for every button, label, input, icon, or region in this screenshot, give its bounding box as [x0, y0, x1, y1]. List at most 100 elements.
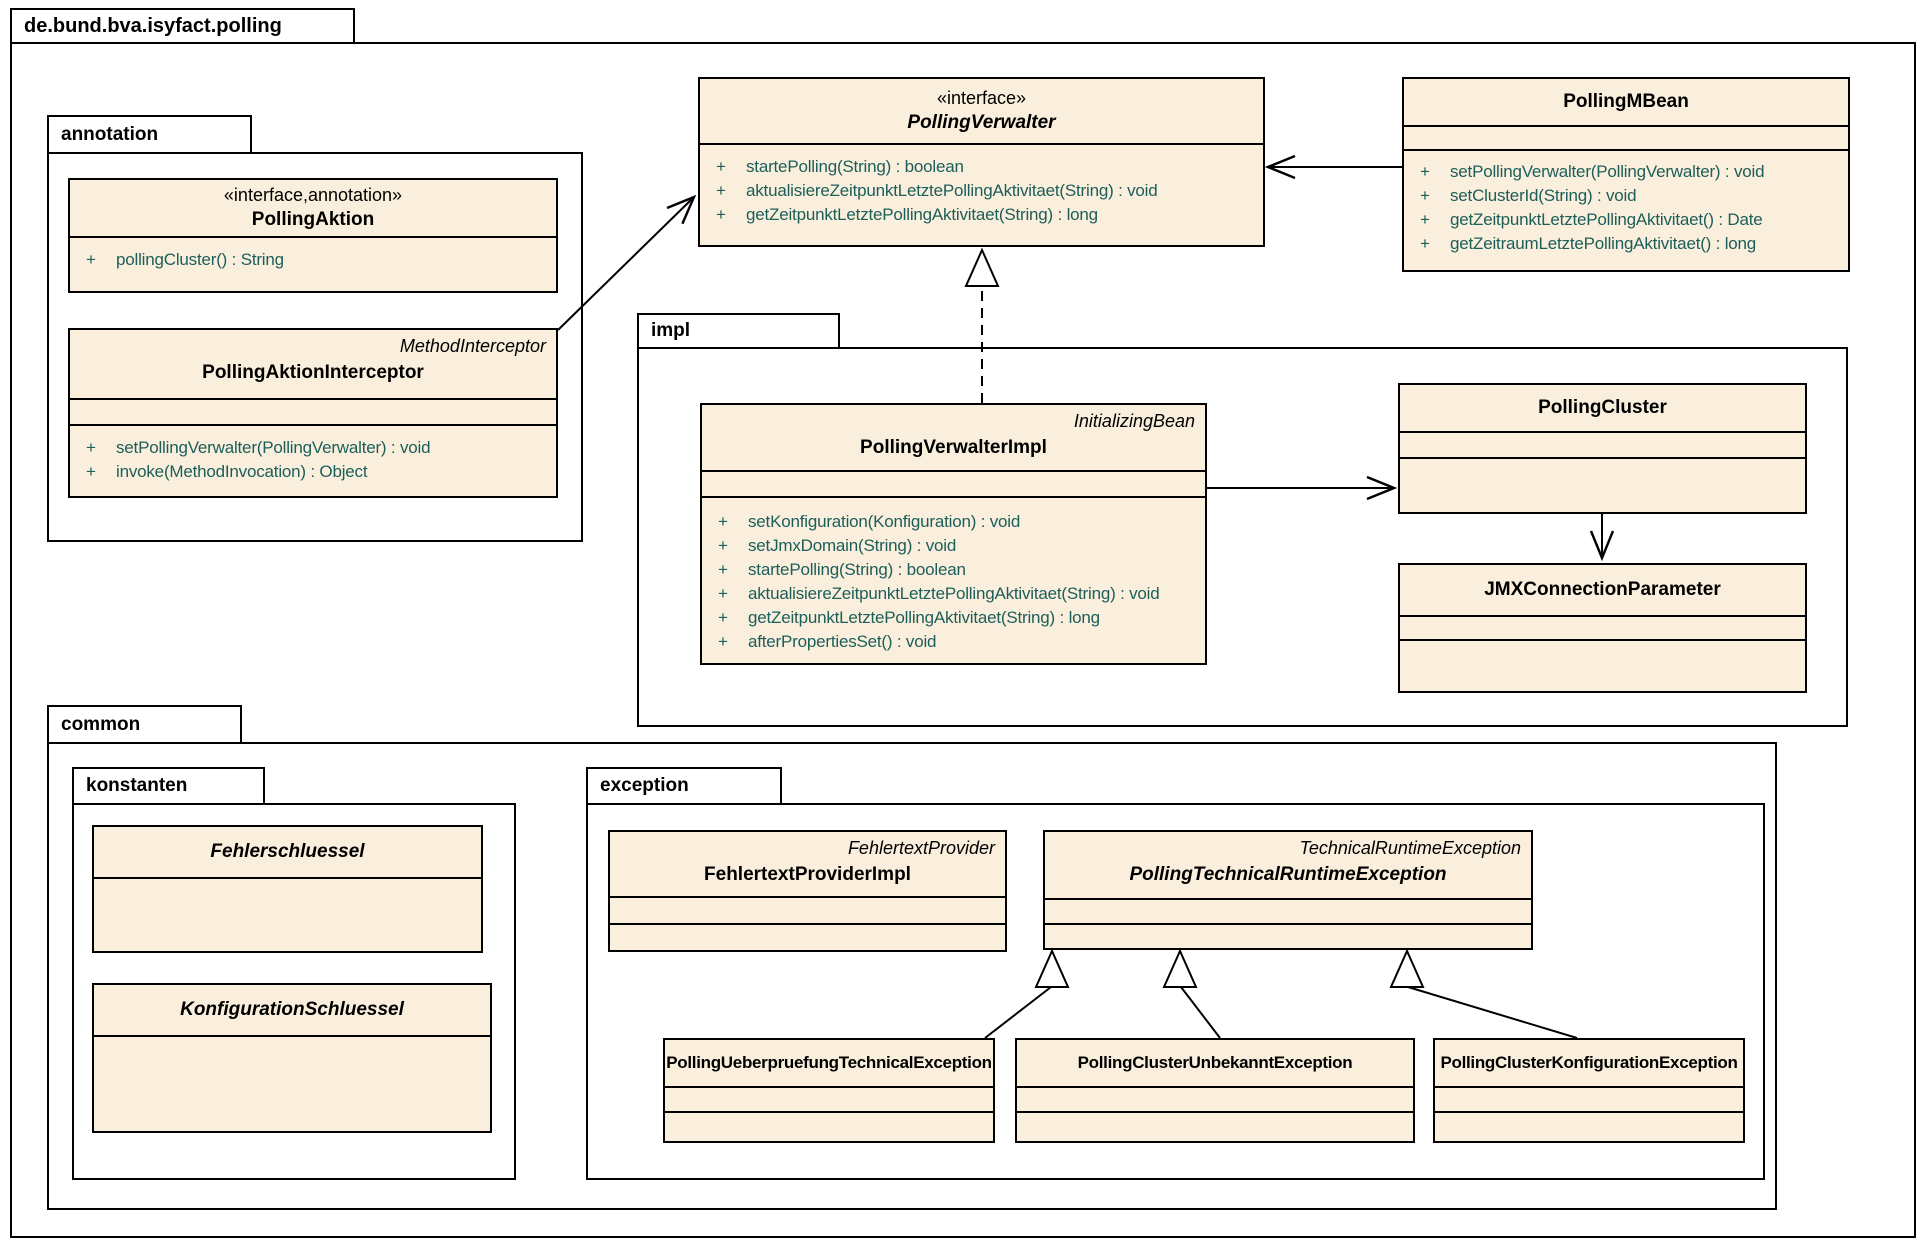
empty-compartment	[94, 1037, 490, 1131]
methods-compartment: +startePolling(String) : boolean+aktuali…	[700, 145, 1263, 245]
stereotype: «interface,annotation»	[223, 185, 403, 205]
attributes-compartment	[70, 400, 556, 426]
class-name: PollingMBean	[1563, 91, 1689, 112]
method-signature: invoke(MethodInvocation) : Object	[116, 462, 368, 481]
class-pollingmbean: PollingMBean + setPollingVerwalter(Pollin…	[1402, 77, 1850, 272]
package-name-impl: impl	[651, 320, 691, 341]
method-row: +startePolling(String) : boolean	[700, 155, 1263, 179]
attributes-compartment	[1400, 433, 1805, 459]
method-row: + setPollingVerwalter(PollingVerwalter) :…	[70, 436, 556, 460]
method-signature: startePolling(String) : boolean	[748, 560, 966, 579]
method-row: + aktualisiereZeitpunktLetztePollingAktiv…	[700, 179, 1263, 203]
class-header: PollingCluster	[1400, 385, 1805, 433]
class-header: PollingClusterUnbekanntException	[1017, 1040, 1413, 1088]
visibility-marker: +	[718, 560, 728, 579]
supertype-label: FehlertextProvider	[847, 838, 995, 858]
class-header: «interface,annotation» PollingAktion	[70, 180, 556, 238]
class-header: PollingMBean	[1404, 79, 1848, 127]
method-row: +setJmxDomain(String) : void	[702, 534, 1205, 558]
methods-compartment: + setPollingVerwalter(PollingVerwalter) :…	[70, 426, 556, 496]
method-signature: pollingCluster() : String	[116, 250, 284, 269]
method-signature: setKonfiguration(Konfiguration) : void	[748, 512, 1021, 531]
methods-compartment: +setKonfiguration(Konfiguration) : void+…	[702, 498, 1205, 663]
method-row: +setClusterId(String) : void	[1404, 184, 1848, 208]
class-header: KonfigurationSchluessel	[94, 985, 490, 1037]
method-signature: startePolling(String) : boolean	[746, 157, 964, 176]
method-signature: setJmxDomain(String) : void	[748, 536, 957, 555]
method-row: +setKonfiguration(Konfiguration) : void	[702, 510, 1205, 534]
method-row: + getZeitpunktLetztePollingAktivitaet(Str…	[702, 606, 1205, 630]
empty-compartment	[94, 879, 481, 951]
class-header: PollingClusterKonfigurationException	[1435, 1040, 1743, 1088]
methods-compartment	[1045, 925, 1531, 948]
visibility-marker: +	[716, 181, 726, 200]
attributes-compartment	[702, 472, 1205, 498]
methods-compartment	[1400, 641, 1805, 691]
visibility-marker: +	[716, 205, 726, 224]
class-pollingtechnicalruntimeexception: TechnicalRuntimeException PollingTechnic…	[1043, 830, 1533, 950]
stereotype: «interface»	[936, 88, 1027, 108]
class-name: PollingVerwalter	[907, 112, 1056, 133]
class-header: «interface» PollingVerwalter	[700, 79, 1263, 145]
method-signature: getZeitpunktLetztePollingAktivitaet() : …	[1450, 210, 1763, 229]
class-name: PollingClusterKonfigurationException	[1440, 1053, 1738, 1072]
class-name: KonfigurationSchluessel	[180, 999, 404, 1020]
package-name-annotation: annotation	[61, 123, 159, 145]
class-header: FehlertextProvider FehlertextProviderImp…	[610, 832, 1005, 898]
package-name-root: de.bund.bva.isyfact.polling	[24, 14, 282, 37]
methods-compartment: + setPollingVerwalter(PollingVerwalter) :…	[1404, 151, 1848, 270]
supertype-label: InitializingBean	[1073, 411, 1195, 431]
method-row: +pollingCluster() : String	[70, 248, 556, 272]
attributes-compartment	[1017, 1088, 1413, 1113]
visibility-marker: +	[1420, 162, 1430, 181]
methods-compartment	[1400, 459, 1805, 512]
method-row: +afterPropertiesSet() : void	[702, 630, 1205, 654]
package-tab-common: common	[47, 705, 242, 744]
method-signature: getZeitpunktLetztePollingAktivitaet(Stri…	[748, 608, 1100, 627]
method-row: +getZeitraumLetztePollingAktivitaet() : …	[1404, 232, 1848, 256]
visibility-marker: +	[86, 438, 96, 457]
method-signature: getZeitpunktLetztePollingAktivitaet(Stri…	[746, 205, 1098, 224]
visibility-marker: +	[1420, 210, 1430, 229]
visibility-marker: +	[718, 632, 728, 651]
package-name-common: common	[61, 713, 141, 735]
class-name: Fehlerschluessel	[210, 841, 365, 862]
methods-compartment	[665, 1113, 993, 1141]
class-name: PollingAktionInterceptor	[202, 362, 424, 383]
method-signature: aktualisiereZeitpunktLetztePollingAktivi…	[748, 584, 1160, 603]
method-row: + startePolling(String) : boolean	[702, 558, 1205, 582]
methods-compartment	[1017, 1113, 1413, 1141]
package-tab-annotation: annotation	[47, 115, 252, 154]
attributes-compartment	[610, 898, 1005, 925]
class-header: MethodInterceptor PollingAktionIntercept…	[70, 330, 556, 400]
class-header: JMXConnectionParameter	[1400, 565, 1805, 617]
class-jmxconnectionparameter: JMXConnectionParameter	[1398, 563, 1807, 693]
class-pollingclusterkonfigurationexception: PollingClusterKonfigurationException	[1433, 1038, 1745, 1143]
method-signature: setPollingVerwalter(PollingVerwalter) : …	[116, 438, 431, 457]
visibility-marker: +	[86, 462, 96, 481]
attributes-compartment	[1400, 617, 1805, 641]
class-header: TechnicalRuntimeException PollingTechnic…	[1045, 832, 1531, 900]
package-tab-impl: impl	[637, 313, 840, 349]
package-tab-root: de.bund.bva.isyfact.polling	[10, 8, 355, 44]
class-name: PollingUeberpruefungTechnicalException	[666, 1053, 992, 1072]
attributes-compartment	[1404, 127, 1848, 151]
attributes-compartment	[1435, 1088, 1743, 1113]
class-pollingclusterunbekanntexception: PollingClusterUnbekanntException	[1015, 1038, 1415, 1143]
class-name: PollingClusterUnbekanntException	[1077, 1053, 1353, 1072]
class-header: InitializingBean PollingVerwalterImpl	[702, 405, 1205, 472]
class-pollingverwalterimpl: InitializingBean PollingVerwalterImpl +s…	[700, 403, 1207, 665]
class-fehlertextproviderimpl: FehlertextProvider FehlertextProviderImp…	[608, 830, 1007, 952]
method-signature: getZeitraumLetztePollingAktivitaet() : l…	[1450, 234, 1757, 253]
method-signature: setPollingVerwalter(PollingVerwalter) : …	[1450, 162, 1765, 181]
methods-compartment: +pollingCluster() : String	[70, 238, 556, 291]
method-row: + setPollingVerwalter(PollingVerwalter) :…	[1404, 160, 1848, 184]
method-signature: aktualisiereZeitpunktLetztePollingAktivi…	[746, 181, 1158, 200]
class-pollingaktioninterceptor: MethodInterceptor PollingAktionIntercept…	[68, 328, 558, 498]
method-row: + getZeitpunktLetztePollingAktivitaet(Str…	[700, 203, 1263, 227]
class-konfigurationschluessel: KonfigurationSchluessel	[92, 983, 492, 1133]
class-name: PollingVerwalterImpl	[860, 437, 1047, 458]
visibility-marker: +	[718, 608, 728, 627]
class-pollingcluster: PollingCluster	[1398, 383, 1807, 514]
class-name: JMXConnectionParameter	[1484, 579, 1721, 600]
